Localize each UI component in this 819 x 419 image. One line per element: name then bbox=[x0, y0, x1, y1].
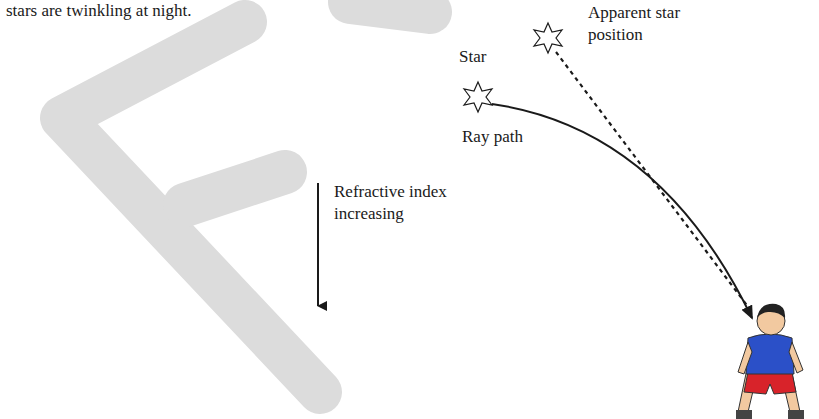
apparent-label: Apparent star position bbox=[588, 2, 700, 46]
index-arrow bbox=[317, 183, 319, 306]
ray-path bbox=[492, 104, 752, 318]
star-symbol bbox=[464, 82, 492, 112]
index-label: Refractive index increasing bbox=[334, 181, 462, 225]
watermark-stroke bbox=[350, 2, 430, 12]
apparent-star-symbol bbox=[534, 23, 562, 53]
observer-figure bbox=[736, 304, 804, 419]
watermark-stroke bbox=[185, 172, 285, 205]
caption-text: stars are twinkling at night. bbox=[6, 0, 366, 22]
ray-label: Ray path bbox=[462, 126, 562, 148]
apparent-ray bbox=[556, 52, 752, 312]
watermark-stroke bbox=[62, 22, 320, 392]
star-label: Star bbox=[459, 46, 519, 68]
